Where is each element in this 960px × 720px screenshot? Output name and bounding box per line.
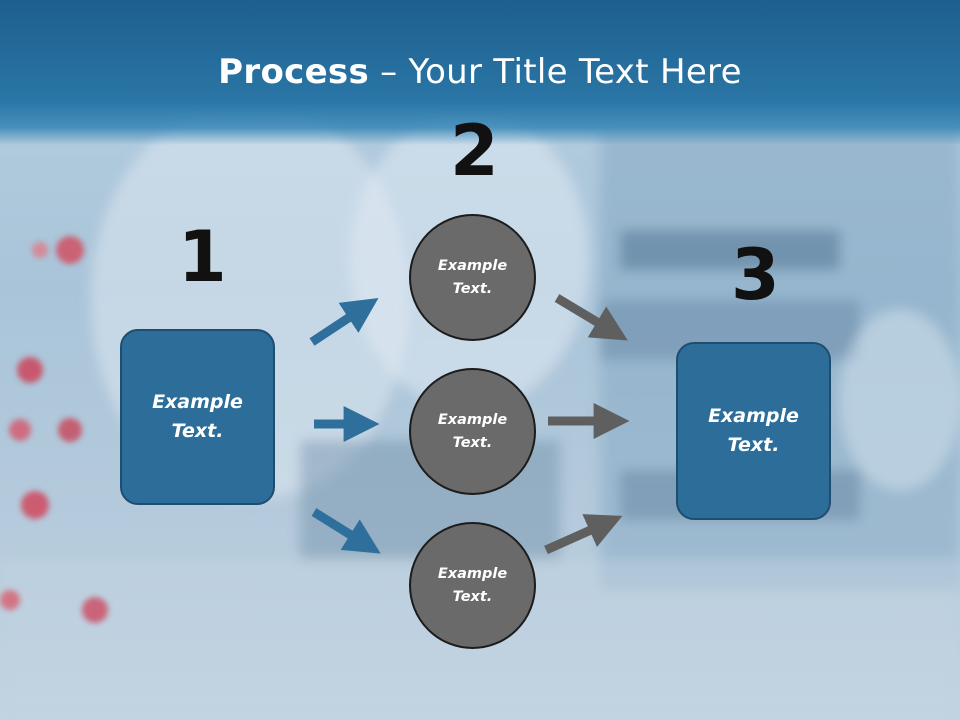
step-3-box: Example Text.: [676, 342, 831, 520]
slide-title: Process – Your Title Text Here: [0, 52, 960, 92]
step-2-text-middle: Example Text.: [437, 411, 508, 451]
title-bold: Process: [218, 52, 370, 92]
arrow-1-to-2c: [311, 508, 381, 554]
step-1-box: Example Text.: [120, 329, 275, 505]
arrow-2a-to-3: [554, 294, 628, 341]
step-2-text-top: Example Text.: [437, 257, 508, 297]
title-rest: – Your Title Text Here: [369, 52, 742, 92]
step-1-text: Example Text.: [152, 391, 243, 442]
arrow-2c-to-3: [544, 514, 623, 555]
step-2-circle-top: Example Text.: [409, 214, 536, 341]
step-3-number: 3: [731, 234, 780, 316]
step-2-number: 2: [450, 110, 499, 192]
step-2-circle-bottom: Example Text.: [409, 522, 536, 649]
step-3-text: Example Text.: [708, 405, 799, 456]
arrow-1-to-2a: [309, 298, 379, 346]
step-2-text-bottom: Example Text.: [437, 565, 508, 605]
step-2-circle-middle: Example Text.: [409, 368, 536, 495]
step-1-number: 1: [178, 216, 227, 298]
title-bar: Process – Your Title Text Here: [0, 0, 960, 145]
